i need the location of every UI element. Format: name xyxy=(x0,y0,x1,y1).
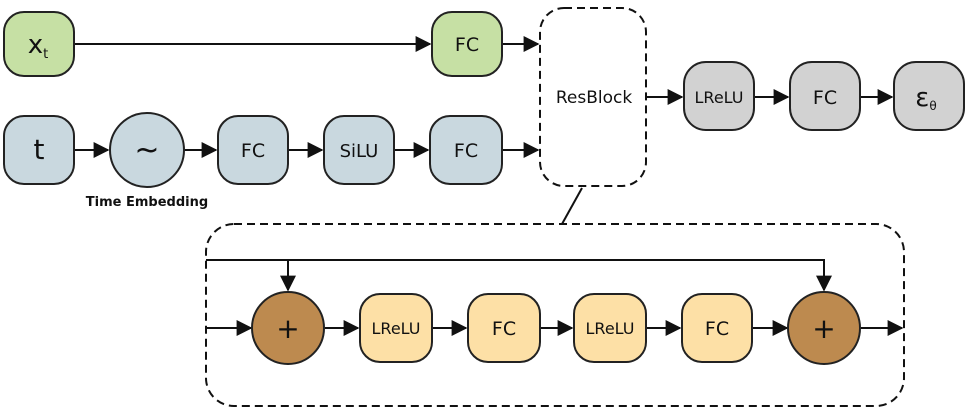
node-plus-1-label: + xyxy=(276,312,299,345)
node-epsilon: εθ xyxy=(893,61,965,131)
node-fc-2: FC xyxy=(429,115,503,185)
node-time-embedding-symbol: ~ xyxy=(134,133,159,168)
node-epsilon-shape xyxy=(893,61,965,131)
node-lrelu-1-label: LReLU xyxy=(372,319,421,338)
node-plus-1-shape xyxy=(251,291,325,365)
node-fc-2-shape xyxy=(429,115,503,185)
node-xt-subscript: t xyxy=(43,47,48,62)
node-silu-shape xyxy=(323,115,395,185)
node-fc-top: FC xyxy=(431,11,503,77)
node-lrelu-1-shape xyxy=(359,293,433,363)
node-t-label: t xyxy=(34,133,45,166)
node-lrelu-2-label: LReLU xyxy=(586,319,635,338)
node-plus-2-label: + xyxy=(812,312,835,345)
node-fc-1: FC xyxy=(217,115,289,185)
svg-text:xt: xt xyxy=(28,30,49,62)
node-time-embedding-shape xyxy=(109,112,185,188)
node-lrelu-out: LReLU xyxy=(683,61,755,131)
node-lrelu-2: LReLU xyxy=(573,293,647,363)
node-lrelu-out-shape xyxy=(683,61,755,131)
time-embedding-caption: Time Embedding xyxy=(86,195,208,210)
node-silu: SiLU xyxy=(323,115,395,185)
node-plus-2-shape xyxy=(787,291,861,365)
node-xt: xt xyxy=(3,11,75,77)
node-silu-label: SiLU xyxy=(340,141,379,162)
node-xt-label: x xyxy=(28,30,43,60)
node-epsilon-subscript: θ xyxy=(929,99,936,113)
node-xt-shape xyxy=(3,11,75,77)
resblock-detail-box xyxy=(205,223,905,407)
node-fc-top-shape xyxy=(431,11,503,77)
node-t: t xyxy=(3,115,75,185)
resblock-callout-line xyxy=(561,187,583,225)
node-lrelu-1: LReLU xyxy=(359,293,433,363)
node-fc-res-1: FC xyxy=(467,293,541,363)
node-fc-res-2-shape xyxy=(681,293,753,363)
node-fc-1-shape xyxy=(217,115,289,185)
node-fc-out-label: FC xyxy=(813,87,837,109)
edge-skip-bus xyxy=(206,259,832,292)
node-time-embedding: ~ xyxy=(109,112,185,188)
node-plus-2: + xyxy=(787,291,861,365)
node-lrelu-2-shape xyxy=(573,293,647,363)
node-fc-res-2-label: FC xyxy=(705,318,729,340)
resblock-label: ResBlock xyxy=(556,88,632,108)
node-fc-out-shape xyxy=(789,61,861,131)
node-fc-top-label: FC xyxy=(455,34,479,56)
node-t-shape xyxy=(3,115,75,185)
node-fc-res-2: FC xyxy=(681,293,753,363)
node-lrelu-out-label: LReLU xyxy=(695,88,744,107)
node-fc-res-1-label: FC xyxy=(492,318,516,340)
svg-text:εθ: εθ xyxy=(915,83,936,113)
node-fc-out: FC xyxy=(789,61,861,131)
node-plus-1: + xyxy=(251,291,325,365)
node-fc-2-label: FC xyxy=(454,140,478,162)
node-fc-res-1-shape xyxy=(467,293,541,363)
resblock-box xyxy=(539,7,647,187)
node-epsilon-label: ε xyxy=(915,83,929,113)
node-fc-1-label: FC xyxy=(241,140,265,162)
